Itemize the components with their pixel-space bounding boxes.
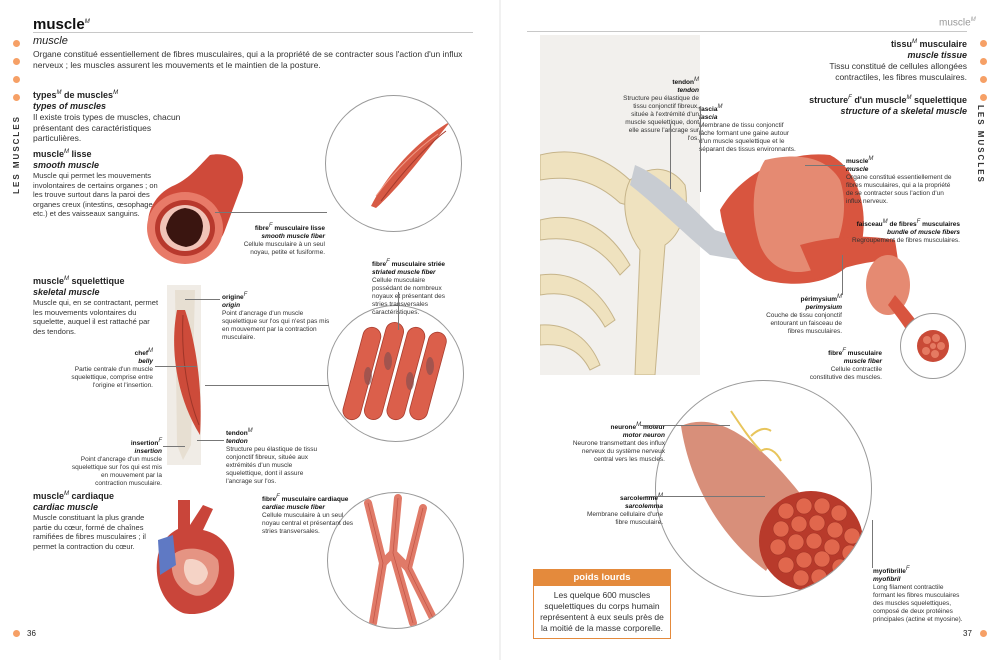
fiber-cross-section-small [900, 313, 966, 379]
skeletal-term: muscleM squelettique [33, 276, 125, 286]
leader-line [640, 425, 730, 426]
structure-heading: structureF d'un muscleM squelettique str… [790, 93, 967, 117]
heart-illustration [156, 500, 235, 615]
types-term-en: types of muscles [33, 101, 107, 111]
leader-line [842, 255, 843, 295]
running-head-rule [33, 32, 473, 33]
smooth-definition: Muscle qui permet les mouvements involon… [33, 171, 158, 218]
tissue-entry: tissuM musculaire muscle tissue Tissu co… [810, 37, 967, 82]
bundle-label: faisceauM de fibresF musculaires bundle … [851, 219, 960, 245]
tissue-definition: Tissu constitué de cellules allongées co… [829, 61, 967, 82]
page-number-left: 36 [27, 629, 36, 638]
leader-line [185, 299, 220, 300]
cardiac-term-en: cardiac muscle [33, 502, 99, 512]
section-tab-label: LES MUSCLES [12, 115, 21, 194]
leader-line [197, 440, 224, 441]
main-definition: Organe constitué essentiellement de fibr… [33, 49, 463, 70]
sarcolemma-label: sarcolemmeM sarcolemma Membrane cellulai… [586, 493, 663, 527]
motor-neuron-label: neuroneM moteur motor neuron Neurone tra… [572, 422, 665, 464]
leader-line [205, 385, 329, 386]
running-head-right: muscleM [939, 17, 976, 29]
decor-dot [13, 58, 20, 65]
structure-term: structureF d'un muscleM squelettique [809, 95, 967, 105]
page-number-right: 37 [963, 629, 972, 638]
smooth-term: muscleM lisse [33, 149, 92, 159]
fun-fact-box: poids lourds Les quelque 600 muscles squ… [533, 569, 671, 639]
types-definition: Il existe trois types de muscles, chacun… [33, 112, 181, 143]
skeletal-definition: Muscle qui, en se contractant, permet le… [33, 298, 159, 336]
running-head-rule-right [527, 31, 967, 32]
types-term: typesM de musclesM [33, 90, 119, 100]
fiber-cross-section-small-illustration [917, 330, 949, 362]
leader-line [398, 292, 399, 330]
leader-line [872, 520, 873, 568]
smooth-fiber-illustration [371, 121, 451, 208]
fiber-label: fibreF musculaire muscle fiber Cellule c… [809, 348, 882, 382]
decor-dot [980, 76, 987, 83]
tissue-term: tissuM musculaire [890, 39, 967, 49]
muscle-fiber-zoom-circle [655, 380, 872, 597]
leader-line [215, 212, 327, 213]
leader-line [670, 124, 671, 189]
cardiac-fiber-zoom-circle [327, 492, 464, 629]
fun-fact-title: poids lourds [534, 570, 670, 586]
page-number-dot [980, 630, 987, 637]
cardiac-muscle-entry: muscleM cardiaque cardiac muscle Muscle … [33, 489, 148, 551]
perimysium-label: périmysiumM perimysium Couche de tissu c… [766, 294, 842, 336]
tendon-label-right: tendonM tendon Structure peu élastique d… [623, 77, 699, 143]
leader-line [645, 496, 765, 497]
leader-line [163, 446, 185, 447]
myofibril-label: myofibrilleF myofibril Long filament con… [873, 566, 963, 624]
origin-label: origineF origin Point d'ancrage d'un mus… [222, 292, 330, 342]
main-entry: muscle Organe constitué essentiellement … [33, 35, 473, 70]
tendon-label-left: tendonM tendon Structure peu élastique d… [226, 428, 318, 486]
striated-fiber-illustration [342, 321, 447, 421]
decor-dot [13, 40, 20, 47]
spread-gutter [499, 0, 501, 660]
types-entry: typesM de musclesM types of muscles Il e… [33, 88, 193, 144]
main-term: muscle [33, 35, 68, 47]
fun-fact-text: Les quelque 600 muscles squelettiques du… [540, 590, 664, 633]
leader-line [700, 107, 701, 192]
tissue-term-en: muscle tissue [907, 50, 967, 60]
muscle-label: muscleM muscle Organe constitué essentie… [846, 156, 952, 206]
smooth-fiber-label: fibreF musculaire lisse smooth muscle fi… [243, 223, 325, 257]
decor-dot [980, 40, 987, 47]
cardiac-fiber-illustration [364, 494, 437, 627]
skeletal-muscle-entry: muscleM squelettique skeletal muscle Mus… [33, 274, 163, 336]
decor-dot [980, 94, 987, 101]
fascia-label: fasciaM fascia Membrane de tissu conjonc… [699, 104, 796, 154]
structure-term-en: structure of a skeletal muscle [840, 106, 967, 116]
section-tab-label-right: LES MUSCLES [976, 105, 985, 184]
cardiac-fiber-label: fibreF musculaire cardiaque cardiac musc… [262, 494, 354, 536]
leader-line [155, 366, 197, 367]
striated-fiber-zoom-circle [327, 305, 464, 442]
running-head: muscleM [33, 16, 90, 33]
decor-dot [980, 58, 987, 65]
arm-skeletal-illustration [167, 285, 201, 465]
insertion-label: insertionF insertion Point d'ancrage d'u… [71, 438, 162, 488]
smooth-muscle-entry: muscleM lisse smooth muscle Muscle qui p… [33, 147, 158, 219]
smooth-term-en: smooth muscle [33, 160, 100, 170]
page-number-dot [13, 630, 20, 637]
smooth-fiber-zoom-circle [325, 95, 462, 232]
decor-dot [13, 76, 20, 83]
cardiac-definition: Muscle constituant la plus grande partie… [33, 513, 146, 551]
striated-fiber-label: fibreF musculaire striée striated muscle… [372, 259, 446, 317]
leader-line [805, 165, 845, 166]
cardiac-term: muscleM cardiaque [33, 491, 115, 501]
muscle-fiber-zoom-illustration [681, 410, 863, 591]
smooth-muscle-tube-illustration [147, 154, 244, 264]
decor-dot [13, 94, 20, 101]
skeletal-term-en: skeletal muscle [33, 287, 100, 297]
belly-label: chefM belly Partie centrale d'un muscle … [71, 348, 153, 390]
